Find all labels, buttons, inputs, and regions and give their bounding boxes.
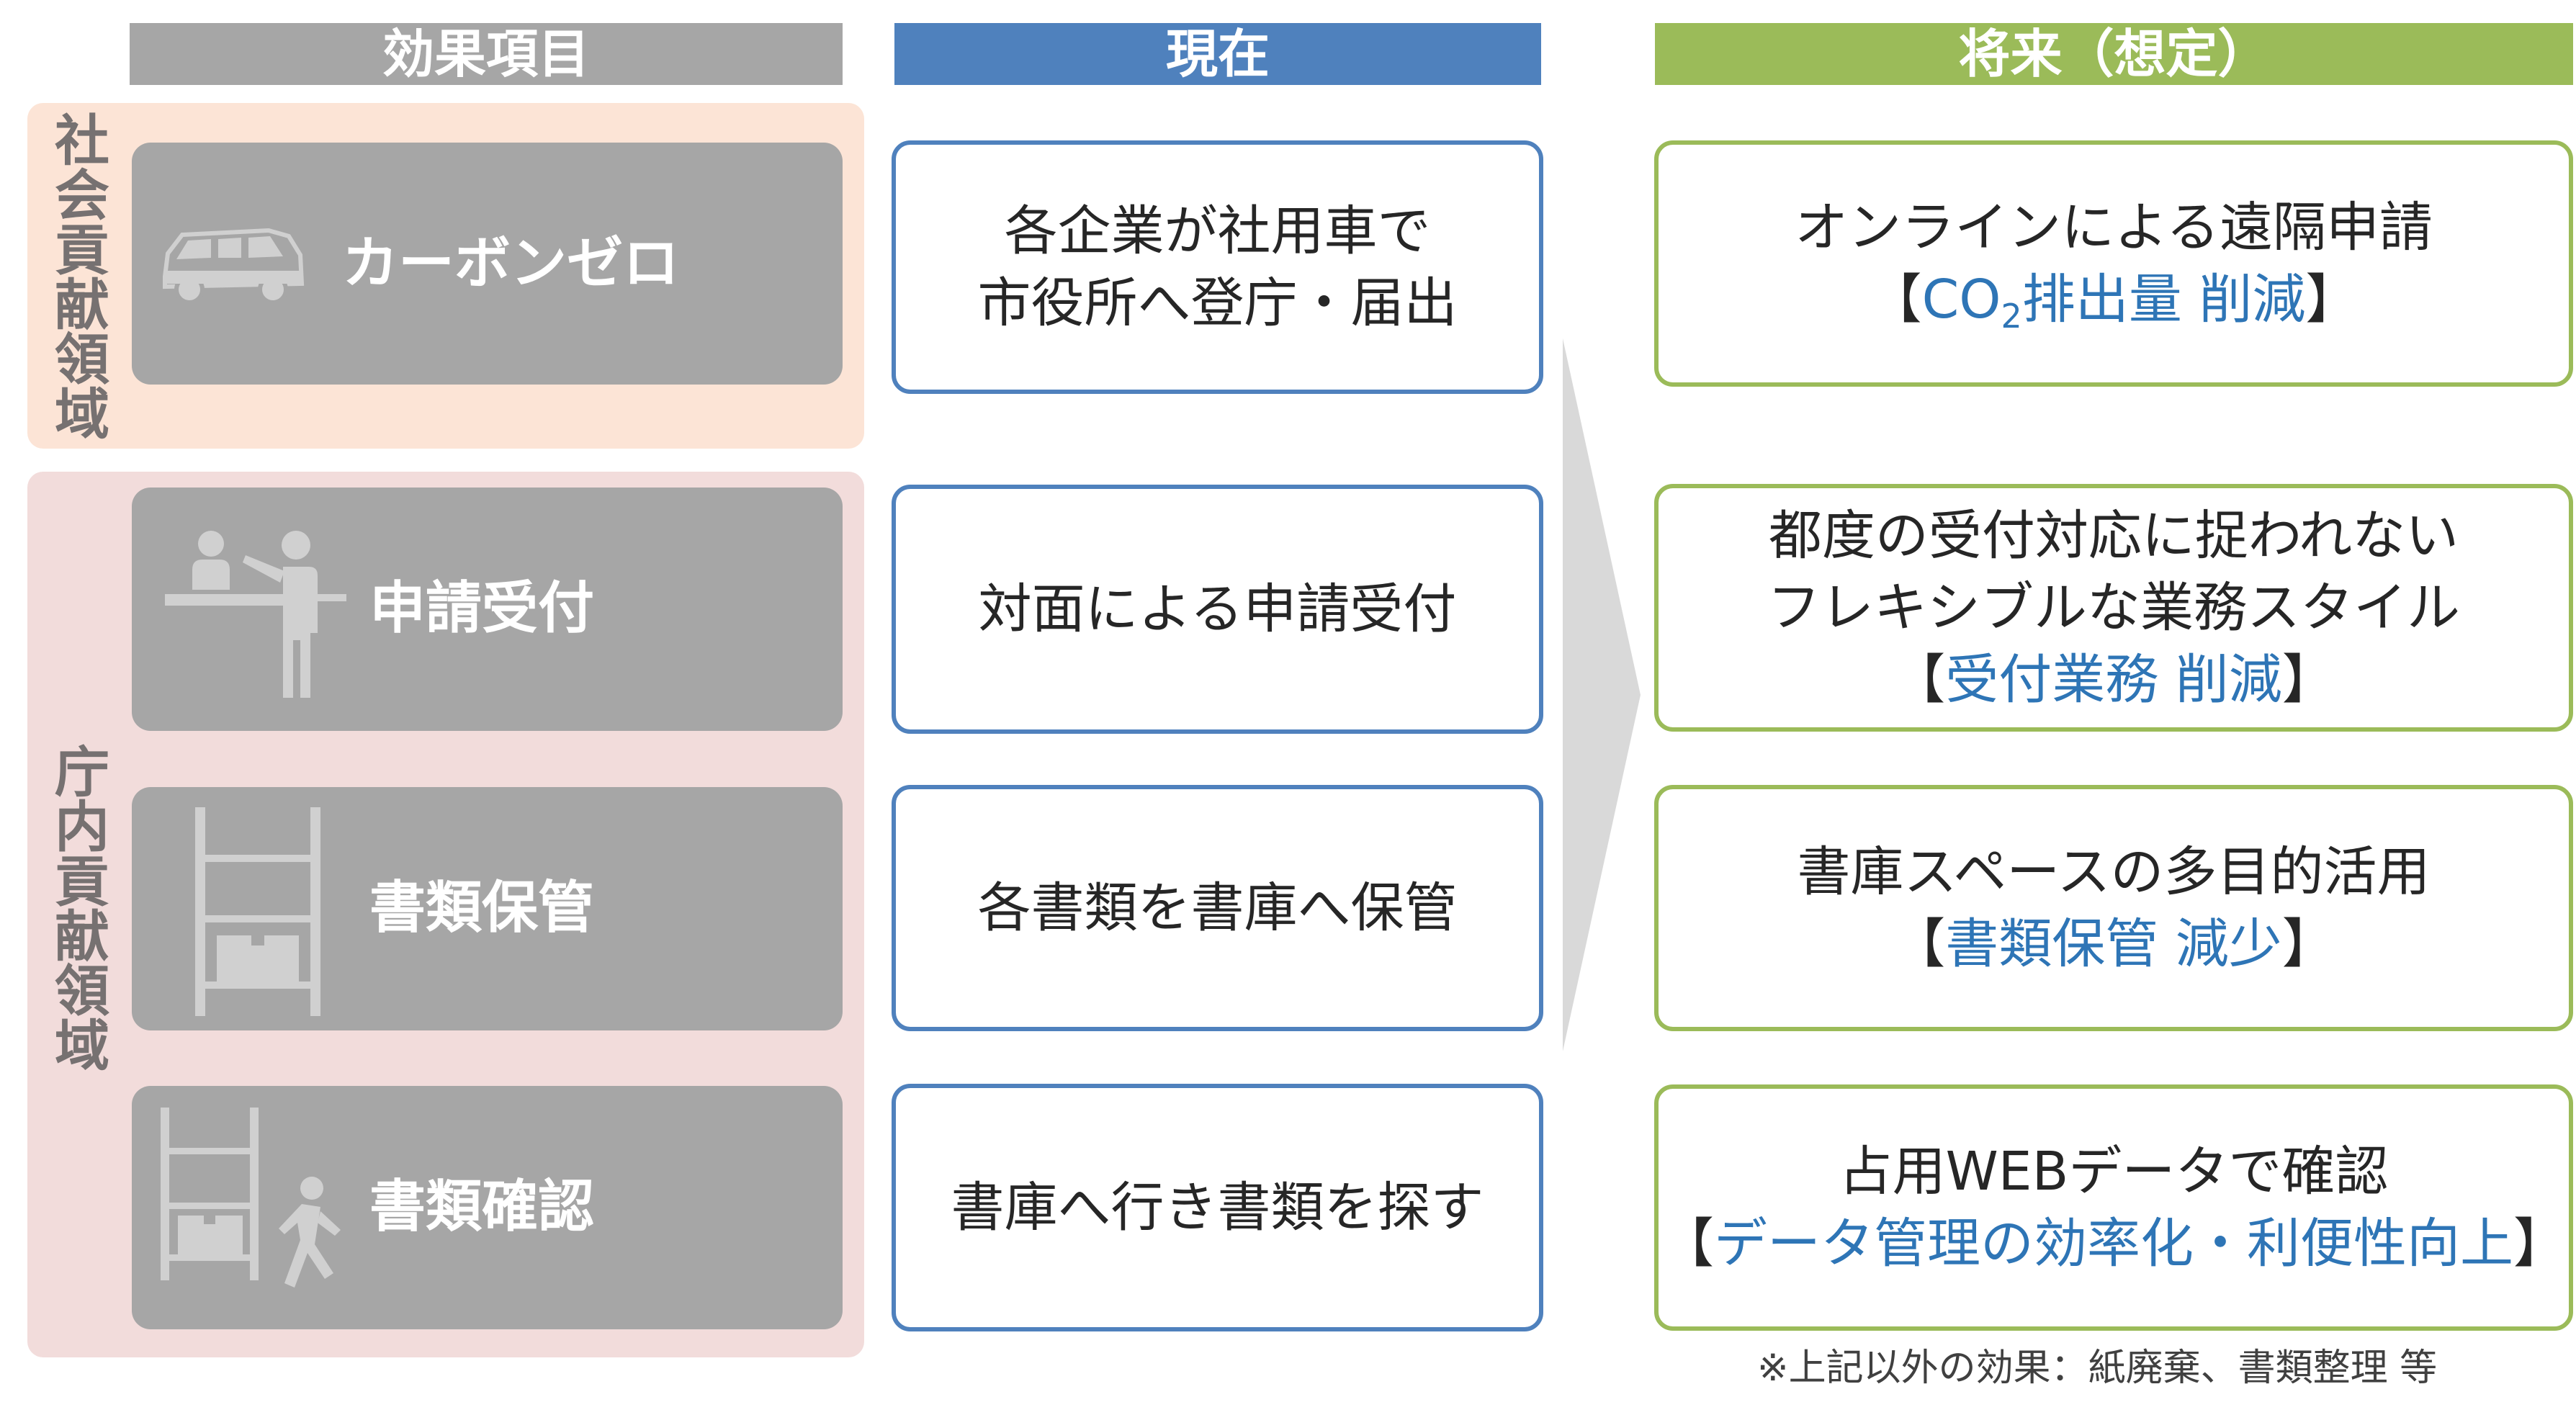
header-current: 現在	[894, 23, 1541, 85]
storage-shelf-icon	[195, 807, 325, 1016]
future-box-document-check: 占用WEBデータで確認 【データ管理の効率化・利便性向上】	[1654, 1084, 2573, 1331]
current-box-document-check: 書庫へ行き書類を探す	[892, 1084, 1543, 1331]
current-box-carbon-zero: 各企業が社用車で 市役所へ登庁・届出	[892, 140, 1543, 394]
future-box-application-reception: 都度の受付対応に捉われない フレキシブルな業務スタイル 【受付業務 削減】	[1654, 484, 2573, 732]
effect-item-document-storage: 書類保管	[132, 787, 843, 1030]
effect-item-label: 書類確認	[369, 1174, 595, 1239]
future-box-carbon-zero: オンラインによる遠隔申請 【CO2排出量 削減】	[1654, 140, 2573, 387]
effect-item-label: 申請受付	[369, 576, 595, 641]
header-future: 将来（想定）	[1655, 23, 2573, 85]
effect-item-document-check: 書類確認	[132, 1086, 843, 1329]
current-line: 各書類を書庫へ保管	[977, 877, 1458, 939]
effect-item-application-reception: 申請受付	[132, 488, 843, 731]
future-line: 都度の受付対応に捉われない	[1768, 505, 2459, 567]
reception-counter-icon	[165, 525, 352, 698]
current-box-application-reception: 対面による申請受付	[892, 485, 1543, 734]
effect-item-carbon-zero: カーボンゼロ	[132, 143, 843, 385]
current-line: 対面による申請受付	[978, 578, 1457, 640]
future-effect: 【書類保管 減少】	[1892, 913, 2335, 975]
current-line: 市役所へ登庁・届出	[977, 272, 1458, 334]
future-line: 書庫スペースの多目的活用	[1797, 841, 2431, 903]
footnote: ※上記以外の効果：紙廃棄、書類整理 等	[1757, 1347, 2438, 1390]
future-effect: 【データ管理の効率化・利便性向上】	[1661, 1213, 2567, 1275]
future-effect: 【CO2排出量 削減】	[1868, 269, 2359, 336]
current-line: 書庫へ行き書類を探す	[951, 1177, 1484, 1239]
future-line: オンラインによる遠隔申請	[1795, 197, 2433, 259]
transition-arrow-icon	[1563, 338, 1641, 1051]
current-box-document-storage: 各書類を書庫へ保管	[892, 785, 1543, 1031]
shelf-and-walking-person-icon	[161, 1108, 355, 1316]
future-line: 占用WEBデータで確認	[1839, 1141, 2389, 1203]
future-box-document-storage: 書庫スペースの多目的活用 【書類保管 減少】	[1654, 785, 2573, 1031]
region-label-social: 社会貢献領域	[45, 112, 109, 440]
current-line: 各企業が社用車で	[1004, 200, 1431, 262]
region-label-office: 庁内貢献領域	[45, 743, 109, 1072]
car-icon	[161, 226, 305, 307]
future-line: フレキシブルな業務スタイル	[1767, 577, 2460, 639]
effect-item-label: カーボンゼロ	[342, 231, 680, 296]
effect-item-label: 書類保管	[369, 876, 595, 940]
header-effect-items: 効果項目	[130, 23, 843, 85]
future-effect: 【受付業務 削減】	[1892, 649, 2335, 711]
